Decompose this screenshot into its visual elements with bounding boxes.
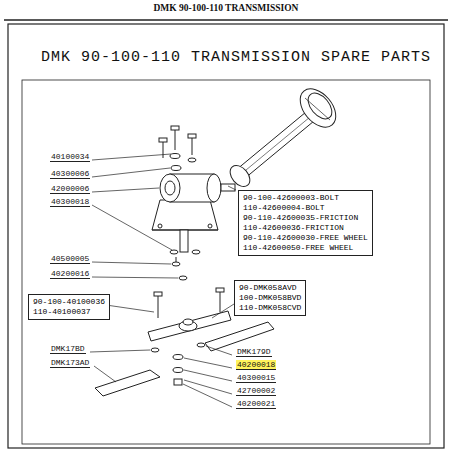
callout-number: 42700002 <box>236 386 276 396</box>
part-number-box: 90-100-42600003-BOLT110-42600004-BOLT90-… <box>238 190 373 256</box>
page-title: DMK 90-100-110 TRANSMISSION <box>0 3 452 13</box>
part-number: 110-42600004-BOLT <box>243 203 368 213</box>
part-number: 90-110-42600030-FREE WHEEL <box>243 233 368 243</box>
part-number: 90-110-42600035-FRICTION <box>243 213 368 223</box>
drawing-heading: DMK 90-100-110 TRANSMISSION SPARE PARTS <box>40 50 432 66</box>
callout-number: DMK179D <box>236 347 272 357</box>
part-number: 110-40100037 <box>33 307 105 317</box>
callout-number: DMK173AD <box>50 358 90 368</box>
part-number-box: 90-100-40100036110-40100037 <box>28 294 110 320</box>
part-number-box: 90-DMK058AVD100-DMK058BVD110-DMK058CVD <box>234 280 306 316</box>
part-number: 110-42600036-FRICTION <box>243 223 368 233</box>
callout-number: 40200021 <box>236 399 276 409</box>
part-number: 90-100-42600003-BOLT <box>243 193 368 203</box>
callout-number: 40300015 <box>236 373 276 383</box>
callout-number: 40200018 <box>236 360 276 370</box>
callout-number: 40300006 <box>50 169 90 179</box>
part-number: 100-DMK058BVD <box>239 293 301 303</box>
callout-number: 40300018 <box>50 197 90 207</box>
callout-number: 40200016 <box>50 269 90 279</box>
part-number: 90-DMK058AVD <box>239 283 301 293</box>
callout-number: 40500005 <box>50 254 90 264</box>
part-number: 110-DMK058CVD <box>239 303 301 313</box>
callout-number: 42000006 <box>50 184 90 194</box>
part-number: 110-42600050-FREE WHEEL <box>243 243 368 253</box>
part-number: 90-100-40100036 <box>33 297 105 307</box>
callout-number: DMK17BD <box>50 344 86 354</box>
callout-number: 40100034 <box>50 152 90 162</box>
